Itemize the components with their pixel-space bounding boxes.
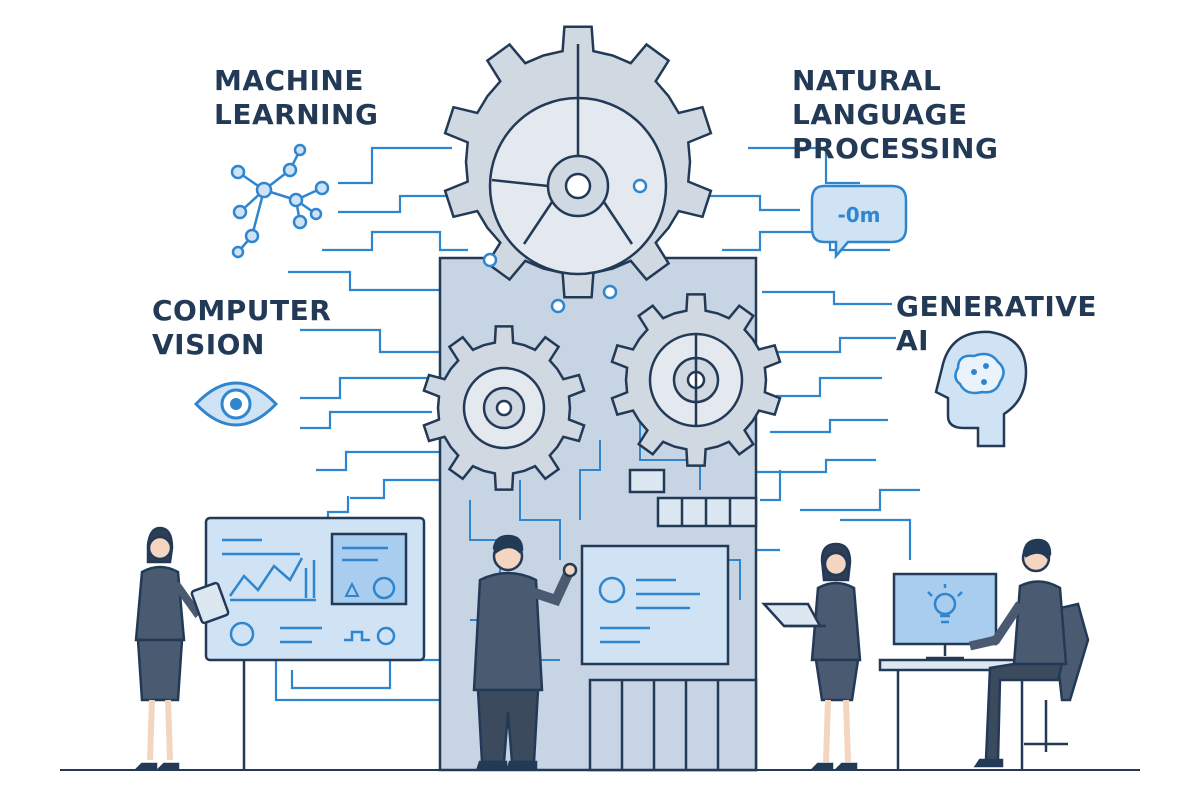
label-line: VISION — [152, 328, 265, 361]
bubble-text: -0m — [837, 203, 880, 227]
label-line: AI — [896, 324, 930, 357]
label-line: COMPUTER — [152, 294, 332, 327]
top-gear — [443, 25, 713, 299]
left-gear — [422, 325, 586, 491]
label-line: LEARNING — [214, 98, 379, 131]
speech-bubble-icon: -0m — [810, 184, 908, 260]
machine-learning-label: MACHINE LEARNING — [214, 64, 378, 132]
man-seated-figure — [968, 538, 1090, 768]
panel-center — [580, 544, 730, 666]
label-line: PROCESSING — [792, 132, 999, 165]
desk-scene — [878, 572, 1042, 770]
nlp-label: NATURAL LANGUAGE PROCESSING — [792, 64, 998, 166]
label-line: NATURAL — [792, 64, 942, 97]
computer-vision-label: COMPUTER VISION — [152, 294, 331, 362]
circuit-nodes — [482, 178, 648, 314]
dashboard-left — [204, 516, 426, 770]
head-brain-icon — [934, 330, 1028, 448]
man-center-figure — [472, 534, 578, 770]
label-line: LANGUAGE — [792, 98, 968, 131]
generative-ai-label: GENERATIVE AI — [896, 290, 1097, 358]
label-line: GENERATIVE — [896, 290, 1098, 323]
eye-icon — [193, 381, 279, 427]
label-line: MACHINE — [214, 64, 364, 97]
woman-right-figure — [761, 542, 862, 770]
right-gear — [610, 293, 782, 467]
network-icon — [230, 143, 330, 259]
woman-left-figure — [134, 526, 230, 770]
